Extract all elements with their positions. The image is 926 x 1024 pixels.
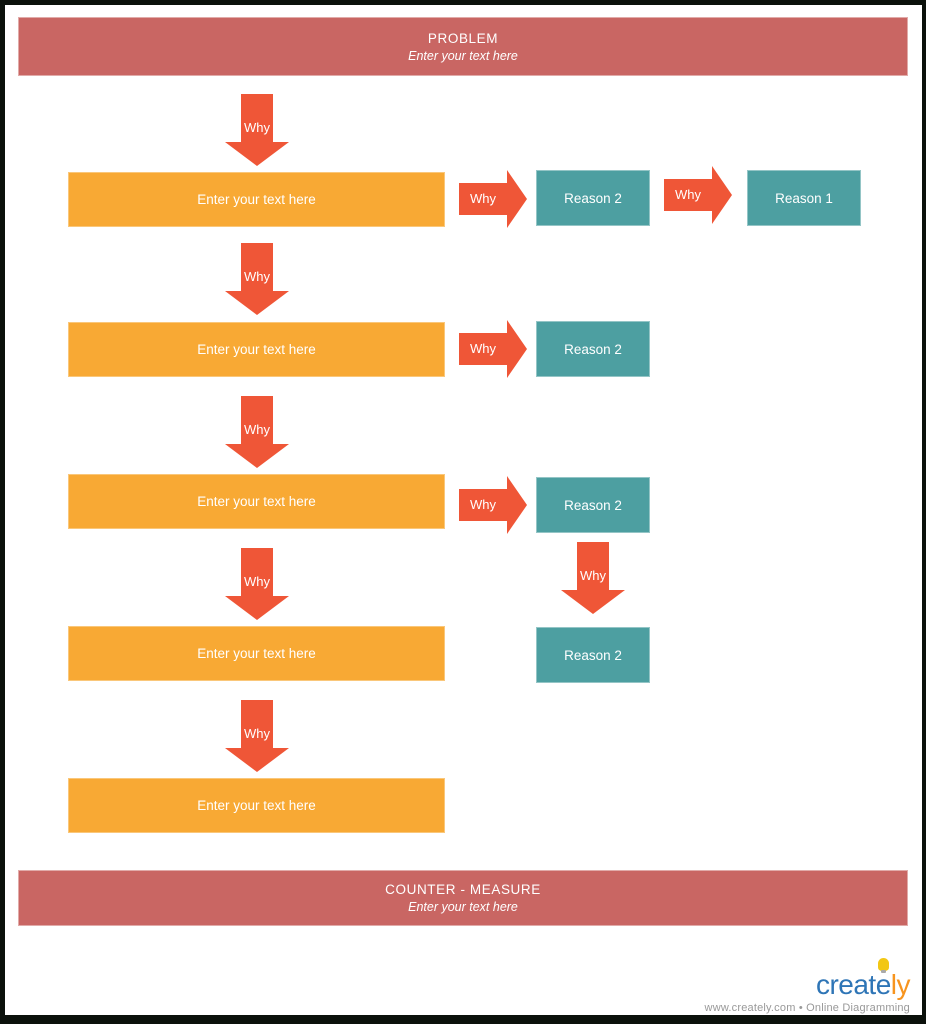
watermark-tagline: www.creately.com • Online Diagramming	[704, 1002, 910, 1014]
counter-measure-banner-title: COUNTER - MEASURE	[385, 882, 541, 897]
why-answer-box-4[interactable]: Enter your text here	[68, 626, 445, 681]
why-arrow-down-5[interactable]: Why	[225, 700, 289, 772]
reason-box-row2-reason2[interactable]: Reason 2	[536, 321, 650, 377]
why-answer-box-3[interactable]: Enter your text here	[68, 474, 445, 529]
counter-measure-banner-subtitle: Enter your text here	[408, 900, 518, 914]
down-arrow-icon	[225, 396, 289, 468]
reason-box-row1-reason2[interactable]: Reason 2	[536, 170, 650, 226]
down-arrow-icon	[561, 542, 625, 614]
why-arrow-right-3[interactable]: Why	[459, 320, 527, 378]
reason-label: Reason 1	[775, 190, 833, 206]
right-arrow-icon	[459, 320, 527, 378]
reason-label: Reason 2	[564, 497, 622, 513]
logo-text-creat: creat	[815, 969, 876, 1000]
right-arrow-icon	[664, 166, 732, 224]
counter-measure-banner[interactable]: COUNTER - MEASURE Enter your text here	[18, 870, 908, 926]
why-answer-box-2[interactable]: Enter your text here	[68, 322, 445, 377]
why-arrow-down-3[interactable]: Why	[225, 396, 289, 468]
down-arrow-icon	[225, 94, 289, 166]
lightbulb-base	[880, 970, 886, 973]
down-arrow-icon	[225, 548, 289, 620]
down-arrow-icon	[225, 243, 289, 315]
problem-banner-subtitle: Enter your text here	[408, 48, 518, 63]
why-answer-label: Enter your text here	[197, 342, 316, 357]
reason-box-row1-reason1[interactable]: Reason 1	[747, 170, 861, 226]
problem-banner-title: PROBLEM	[427, 30, 499, 46]
lightbulb-icon	[877, 958, 889, 973]
reason-label: Reason 2	[564, 341, 622, 357]
why-answer-label: Enter your text here	[197, 798, 316, 813]
reason-label: Reason 2	[564, 190, 622, 206]
why-arrow-down-2[interactable]: Why	[225, 243, 289, 315]
why-answer-box-5[interactable]: Enter your text here	[68, 778, 445, 833]
problem-banner[interactable]: PROBLEM Enter your text here	[18, 17, 908, 76]
why-arrow-right-2[interactable]: Why	[664, 166, 732, 224]
why-arrow-down-reason[interactable]: Why	[561, 542, 625, 614]
down-arrow-icon	[225, 700, 289, 772]
reason-box-row4-reason2[interactable]: Reason 2	[536, 627, 650, 683]
reason-label: Reason 2	[564, 647, 622, 663]
why-arrow-down-1[interactable]: Why	[225, 94, 289, 166]
why-arrow-down-4[interactable]: Why	[225, 548, 289, 620]
why-arrow-right-4[interactable]: Why	[459, 476, 527, 534]
why-answer-box-1[interactable]: Enter your text here	[68, 172, 445, 227]
right-arrow-icon	[459, 476, 527, 534]
why-answer-label: Enter your text here	[197, 192, 316, 207]
why-answer-label: Enter your text here	[197, 646, 316, 661]
logo-text-e: e	[875, 969, 892, 1000]
right-arrow-icon	[459, 170, 527, 228]
logo-text-ly: ly	[890, 969, 911, 1000]
reason-box-row3-reason2[interactable]: Reason 2	[536, 477, 650, 533]
why-arrow-right-1[interactable]: Why	[459, 170, 527, 228]
why-answer-label: Enter your text here	[197, 494, 316, 509]
